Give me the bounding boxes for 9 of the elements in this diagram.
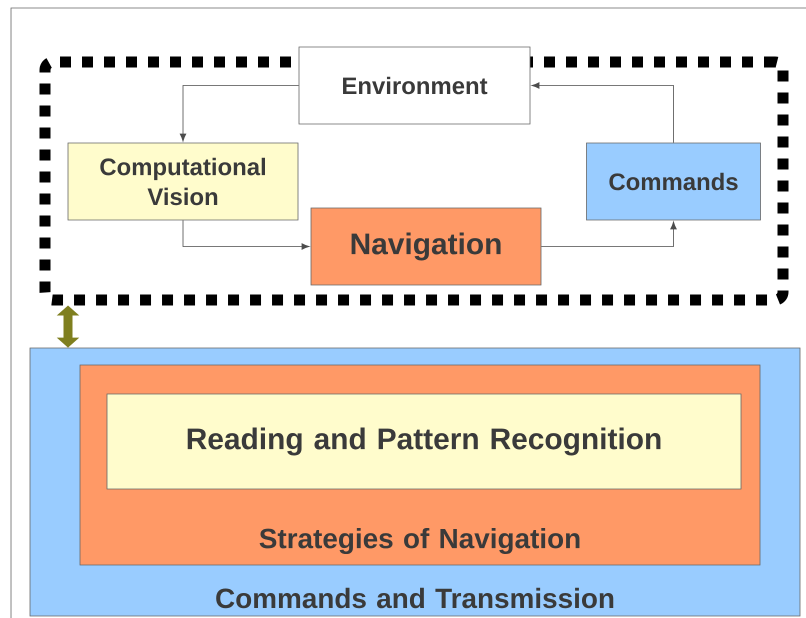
arrow: [182, 220, 310, 250]
arrow: [532, 82, 674, 143]
process-box: Computational Vision: [68, 142, 298, 220]
process-box: Navigation: [310, 208, 542, 286]
panel: Reading and Pattern Recognition: [106, 394, 742, 490]
process-box: Commands: [586, 142, 761, 220]
process-box: Environment: [298, 46, 530, 124]
arrow: [541, 222, 677, 247]
arrow: [180, 85, 299, 142]
